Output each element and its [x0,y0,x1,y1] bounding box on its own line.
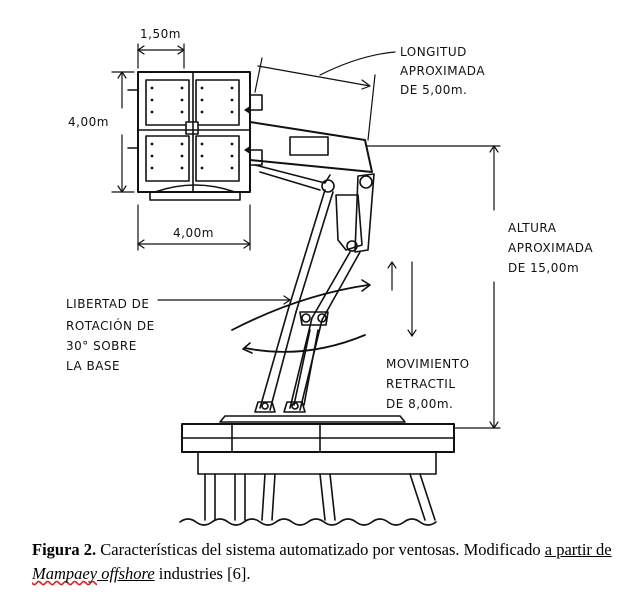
length-label-line-1: LONGITUD [400,45,467,59]
retract-label-line-1: MOVIMIENTO [386,357,470,371]
platform-deck [179,423,455,526]
dimension-height-left-label: 4,00m [68,115,109,129]
caption-italic-word-1: Mampaey [32,564,98,583]
rotation-label-line-4: LA BASE [66,359,120,373]
caption-italic-word-2: offshore [101,564,155,583]
rotation-label-line-2: ROTACIÓN DE [66,318,155,333]
dimension-width-top-label: 1,50m [140,27,181,41]
suction-pad-bolts [150,86,250,170]
height-label-line-1: ALTURA [508,221,557,235]
suction-pad-frame [127,71,263,201]
rotation-arc [231,279,371,354]
base-joints [219,401,406,423]
retract-label-line-3: DE 8,00m. [386,397,453,411]
boom-arm [249,121,373,191]
caption-underlined-text: a partir de [544,540,612,559]
dimension-width-bottom-label: 4,00m [173,226,214,240]
rotation-label-line-1: LIBERTAD DE [66,297,150,311]
length-label-line-3: DE 5,00m. [400,83,467,97]
caption-text-1: Características del sistema automatizado… [96,540,545,559]
caption-text-2: industries [6]. [154,564,251,583]
height-label-line-3: DE 15,00m [508,261,579,275]
caption-figure-number: Figura 2. [32,540,97,559]
rotation-label-line-3: 30° SOBRE [66,339,137,353]
equipment-diagram: 1,50m 4,00m 4,00m LONGITUD APROXIMADA DE… [66,27,593,526]
retract-label-line-2: RETRACTIL [386,377,456,391]
arm-linkage [321,173,375,253]
support-struts [259,189,361,411]
dimension-lines [111,43,501,429]
figure-caption: Figura 2. Características del sistema au… [32,538,632,586]
height-label-line-2: APROXIMADA [508,241,593,255]
length-label-line-2: APROXIMADA [400,64,485,78]
